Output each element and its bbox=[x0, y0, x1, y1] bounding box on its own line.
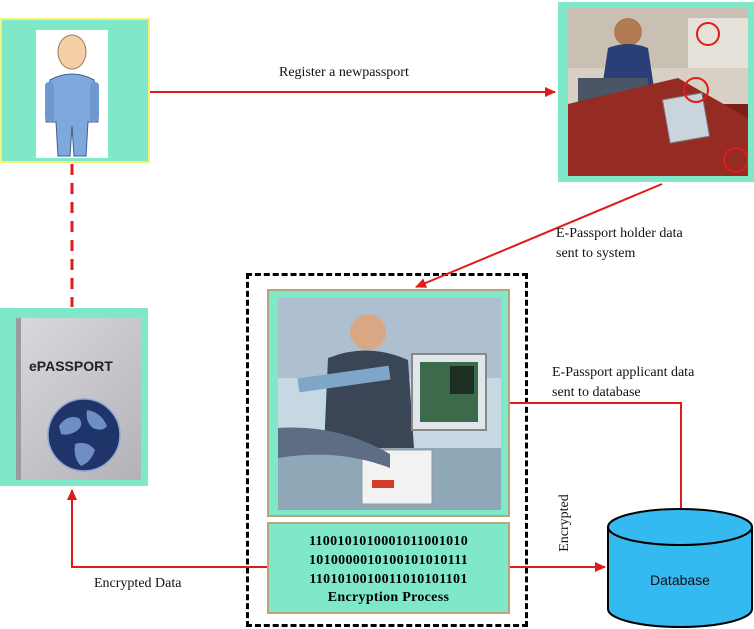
highlight-circle-3 bbox=[723, 147, 748, 173]
binary-line-3: 1101010010011010101101 bbox=[309, 572, 468, 587]
binary-line-1: 1100101010001011001010 bbox=[308, 534, 469, 549]
person-icon bbox=[45, 34, 99, 157]
passport-title: ePASSPORT bbox=[29, 358, 113, 374]
officer-photo-panel bbox=[558, 2, 754, 182]
register-label: Register a newpassport bbox=[279, 65, 409, 80]
highlight-circle-2 bbox=[683, 77, 709, 103]
epassport-panel: ePASSPORT bbox=[0, 308, 148, 486]
person-panel bbox=[0, 18, 150, 163]
database-cylinder bbox=[607, 508, 753, 628]
holder-data-label-line1: E-Passport holder data bbox=[556, 226, 683, 241]
encrypted-data-label: Encrypted Data bbox=[94, 576, 182, 591]
highlight-circle-1 bbox=[696, 22, 720, 46]
traveller-photo bbox=[278, 298, 501, 510]
applicant-data-label-line2: sent to database bbox=[552, 385, 641, 400]
applicant-data-arrow bbox=[510, 402, 686, 533]
binary-line-2: 1010000010100101010111 bbox=[308, 553, 469, 568]
database-label: Database bbox=[650, 572, 710, 588]
passport-book: ePASSPORT bbox=[16, 318, 141, 480]
encryption-process-panel bbox=[267, 522, 510, 614]
person-figure-frame bbox=[36, 30, 108, 158]
applicant-data-label-line1: E-Passport applicant data bbox=[552, 365, 695, 380]
traveller-photo-panel bbox=[267, 289, 510, 517]
officer-photo bbox=[568, 8, 748, 176]
encrypted-label: Encrypted bbox=[556, 494, 572, 552]
encryption-process-title: Encryption Process bbox=[327, 590, 450, 605]
system-boundary bbox=[246, 273, 528, 627]
globe-icon bbox=[47, 398, 121, 472]
holder-data-label-line2: sent to system bbox=[556, 246, 636, 261]
encrypted-data-arrow bbox=[67, 489, 267, 568]
holder-data-arrow bbox=[415, 183, 663, 288]
